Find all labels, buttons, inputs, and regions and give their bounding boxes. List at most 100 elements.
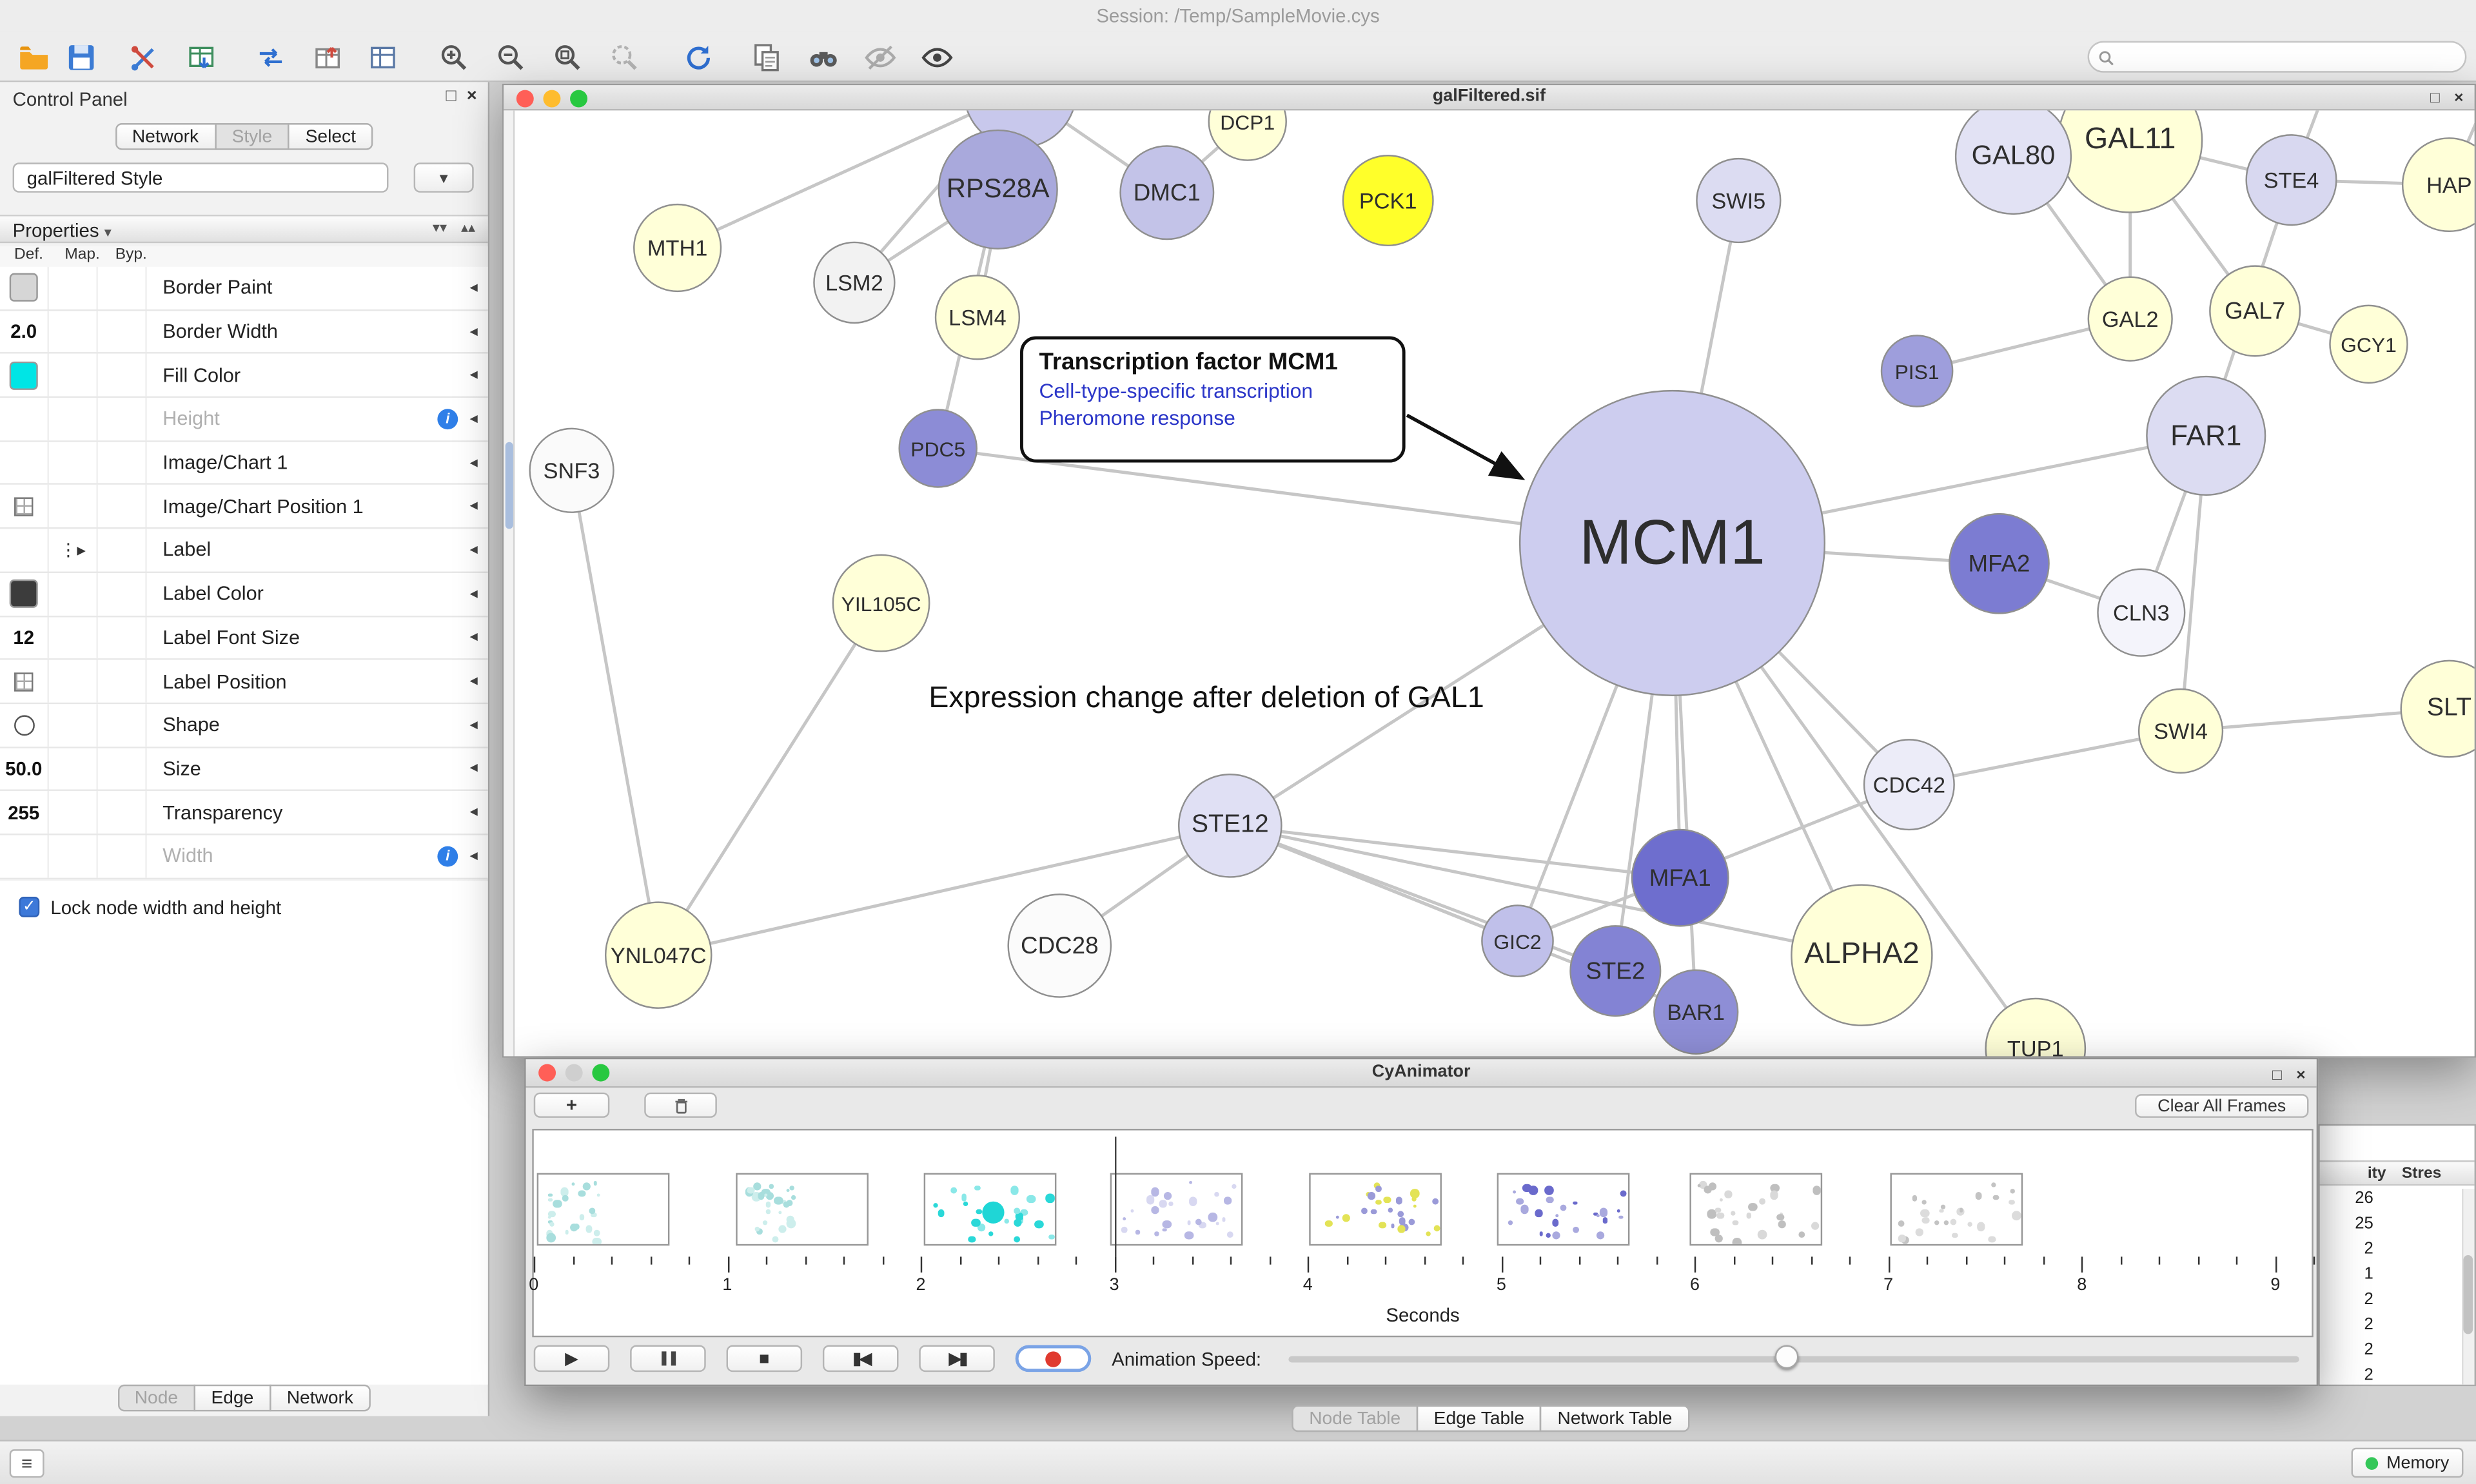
bypass-cell[interactable] [98, 660, 147, 703]
network-node-bar1[interactable]: BAR1 [1653, 969, 1739, 1055]
property-row[interactable]: Image/Chart 1◂ [0, 442, 488, 485]
expand-arrow-icon[interactable]: ◂ [469, 322, 478, 340]
property-row[interactable]: ⋮▸Label◂ [0, 529, 488, 573]
mapping-cell[interactable] [49, 442, 98, 484]
network-node-gcy1[interactable]: GCY1 [2329, 304, 2408, 384]
float-panel-icon[interactable]: □ [446, 86, 457, 106]
tab-network-bottom[interactable]: Network [269, 1384, 371, 1412]
timeline-track[interactable] [534, 1130, 2312, 1335]
style-selector[interactable]: galFiltered Style [12, 162, 389, 193]
zoom-selected-button[interactable] [600, 36, 647, 77]
show-details-button[interactable] [913, 36, 960, 77]
slider-thumb[interactable] [1774, 1345, 1799, 1369]
network-node-pis1[interactable]: PIS1 [1880, 335, 1954, 407]
expand-arrow-icon[interactable]: ◂ [469, 803, 478, 821]
bypass-cell[interactable] [98, 703, 147, 747]
minimize-window-icon[interactable] [565, 1064, 583, 1082]
stop-button[interactable]: ■ [726, 1345, 803, 1372]
zoom-window-icon[interactable] [592, 1064, 610, 1082]
bypass-cell[interactable] [98, 398, 147, 440]
expand-arrow-icon[interactable]: ◂ [469, 498, 478, 516]
network-node-cdc28[interactable]: CDC28 [1007, 893, 1112, 998]
clear-all-frames-button[interactable]: Clear All Frames [2135, 1094, 2309, 1118]
lock-checkbox[interactable]: ✓ [19, 897, 40, 917]
previous-frame-button[interactable]: ▮◀ [822, 1345, 899, 1372]
float-window-icon[interactable]: □ [2272, 1067, 2282, 1085]
mapping-cell[interactable]: ⋮▸ [49, 529, 98, 572]
open-session-button[interactable] [10, 36, 57, 77]
export-network-button[interactable] [246, 36, 293, 77]
table-scrollbar[interactable] [2461, 1189, 2475, 1385]
frame-thumbnail[interactable] [1890, 1173, 2023, 1246]
default-value-cell[interactable] [0, 835, 49, 877]
close-view-icon[interactable]: × [2296, 1067, 2306, 1085]
record-button[interactable] [1015, 1345, 1092, 1372]
network-node-mcm1[interactable]: MCM1 [1518, 389, 1826, 697]
network-node-ste4[interactable]: STE4 [2245, 134, 2337, 226]
task-history-button[interactable]: ≡ [9, 1449, 44, 1478]
network-canvas[interactable]: Transcription factor MCM1 Cell-type-spec… [504, 110, 2475, 1057]
memory-button[interactable]: Memory [2352, 1447, 2464, 1478]
network-node-cln3[interactable]: CLN3 [2097, 568, 2186, 657]
mapping-cell[interactable] [49, 310, 98, 353]
frame-thumbnail[interactable] [736, 1173, 869, 1246]
table-row[interactable]: 2 [2364, 1315, 2373, 1334]
close-view-icon[interactable]: × [2454, 90, 2464, 108]
table-row[interactable]: 2 [2364, 1365, 2373, 1385]
save-session-button[interactable] [57, 36, 104, 77]
table-col-header-1[interactable]: ity [2367, 1165, 2386, 1183]
float-window-icon[interactable]: □ [2430, 90, 2440, 108]
zoom-fit-button[interactable] [543, 36, 590, 77]
frame-thumbnail[interactable] [1110, 1173, 1243, 1246]
delete-frame-button[interactable] [644, 1092, 717, 1118]
default-value-cell[interactable] [0, 485, 49, 528]
default-value-cell[interactable] [0, 442, 49, 484]
network-edge[interactable] [1230, 824, 1681, 880]
default-value-cell[interactable]: 2.0 [0, 310, 49, 353]
refresh-view-button[interactable] [673, 36, 720, 77]
expand-arrow-icon[interactable]: ◂ [469, 279, 478, 297]
frame-thumbnail[interactable] [536, 1173, 670, 1246]
network-node-swi5[interactable]: SWI5 [1696, 157, 1782, 244]
expand-arrow-icon[interactable]: ◂ [469, 366, 478, 384]
network-node-ynl047c[interactable]: YNL047C [604, 901, 712, 1009]
annotation-box[interactable]: Transcription factor MCM1 Cell-type-spec… [1020, 336, 1406, 463]
mapping-cell[interactable] [49, 660, 98, 703]
network-edge[interactable] [1230, 824, 1862, 957]
network-node-dmc1[interactable]: DMC1 [1119, 145, 1215, 240]
bypass-cell[interactable] [98, 747, 147, 790]
mapping-cell[interactable] [49, 835, 98, 877]
network-node-lsm4[interactable]: LSM4 [934, 275, 1021, 360]
property-row[interactable]: Image/Chart Position 1◂ [0, 485, 488, 529]
default-value-cell[interactable]: 12 [0, 616, 49, 659]
mapping-cell[interactable] [49, 485, 98, 528]
network-edge[interactable] [658, 824, 1231, 957]
annotation-link-2[interactable]: Pheromone response [1039, 405, 1235, 430]
bypass-cell[interactable] [98, 616, 147, 659]
network-node-hap[interactable]: HAP [2401, 137, 2475, 233]
mapping-cell[interactable] [49, 398, 98, 440]
properties-header[interactable]: Properties ▾ ▾▾ ▴▴ [0, 215, 488, 244]
table-row[interactable]: 2 [2364, 1289, 2373, 1309]
close-window-icon[interactable] [538, 1064, 556, 1082]
default-value-cell[interactable] [0, 703, 49, 747]
mapping-cell[interactable] [49, 703, 98, 747]
network-node-lsm2[interactable]: LSM2 [813, 241, 896, 324]
tab-network-table[interactable]: Network Table [1540, 1405, 1690, 1432]
default-value-cell[interactable] [0, 266, 49, 309]
bypass-cell[interactable] [98, 354, 147, 396]
zoom-out-button[interactable] [486, 36, 533, 77]
network-node-ste2[interactable]: STE2 [1569, 925, 1662, 1017]
bypass-cell[interactable] [98, 835, 147, 877]
tab-select[interactable]: Select [288, 123, 373, 150]
expand-arrow-icon[interactable]: ◂ [469, 672, 478, 690]
table-row[interactable]: 1 [2364, 1264, 2373, 1284]
network-edge[interactable] [1909, 729, 2181, 786]
tab-edge-table[interactable]: Edge Table [1416, 1405, 1542, 1432]
bypass-cell[interactable] [98, 529, 147, 572]
bypass-cell[interactable] [98, 266, 147, 309]
bypass-cell[interactable] [98, 485, 147, 528]
